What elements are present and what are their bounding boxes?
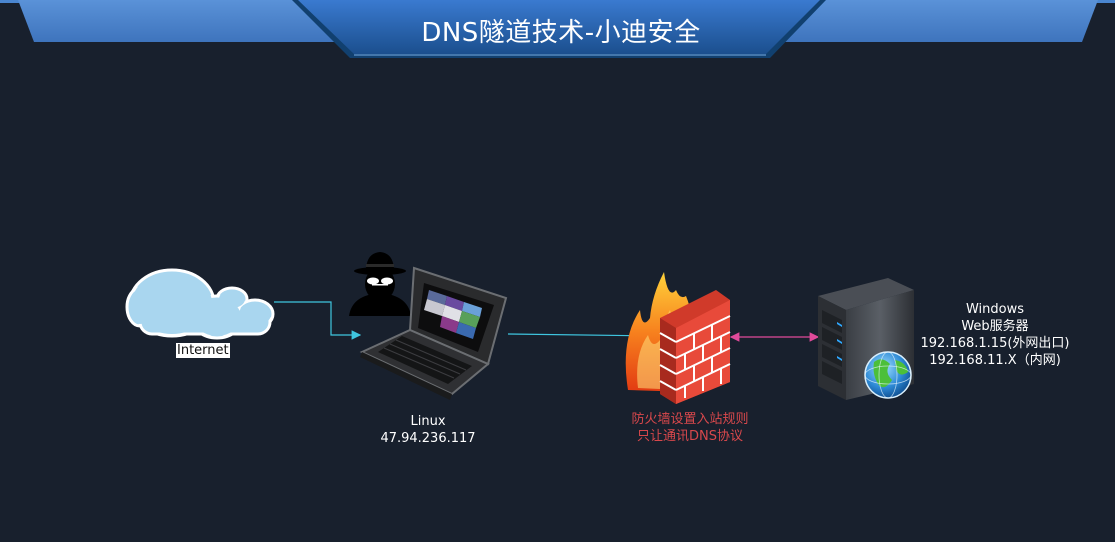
server-icon	[818, 278, 914, 400]
page-title: DNS隧道技术-小迪安全	[421, 18, 701, 48]
firewall-icon	[625, 272, 731, 404]
server-ip-public: 192.168.1.15(外网出口)	[920, 336, 1070, 351]
link-internet-to-linux	[274, 301, 362, 340]
internet-label: Internet	[176, 343, 230, 358]
attacker-label: Linux 47.94.236.117	[370, 413, 486, 447]
attacker-ip: 47.94.236.117	[380, 431, 476, 446]
server-label: Windows Web服务器 192.168.1.15(外网出口) 192.16…	[916, 301, 1074, 369]
hacker-icon	[349, 252, 411, 316]
firewall-label: 防火墙设置入站规则 只让通讯DNS协议	[600, 411, 780, 445]
header-banner	[0, 0, 1115, 58]
server-ip-internal: 192.168.11.X（内网)	[929, 353, 1061, 368]
cloud-icon	[125, 268, 275, 340]
firewall-rule-line1: 防火墙设置入站规则	[631, 412, 749, 427]
laptop-icon	[359, 266, 508, 400]
firewall-rule-line2: 只让通讯DNS协议	[637, 429, 743, 444]
server-role: Web服务器	[961, 319, 1029, 334]
attacker-name: Linux	[410, 414, 446, 429]
server-os: Windows	[965, 302, 1025, 317]
